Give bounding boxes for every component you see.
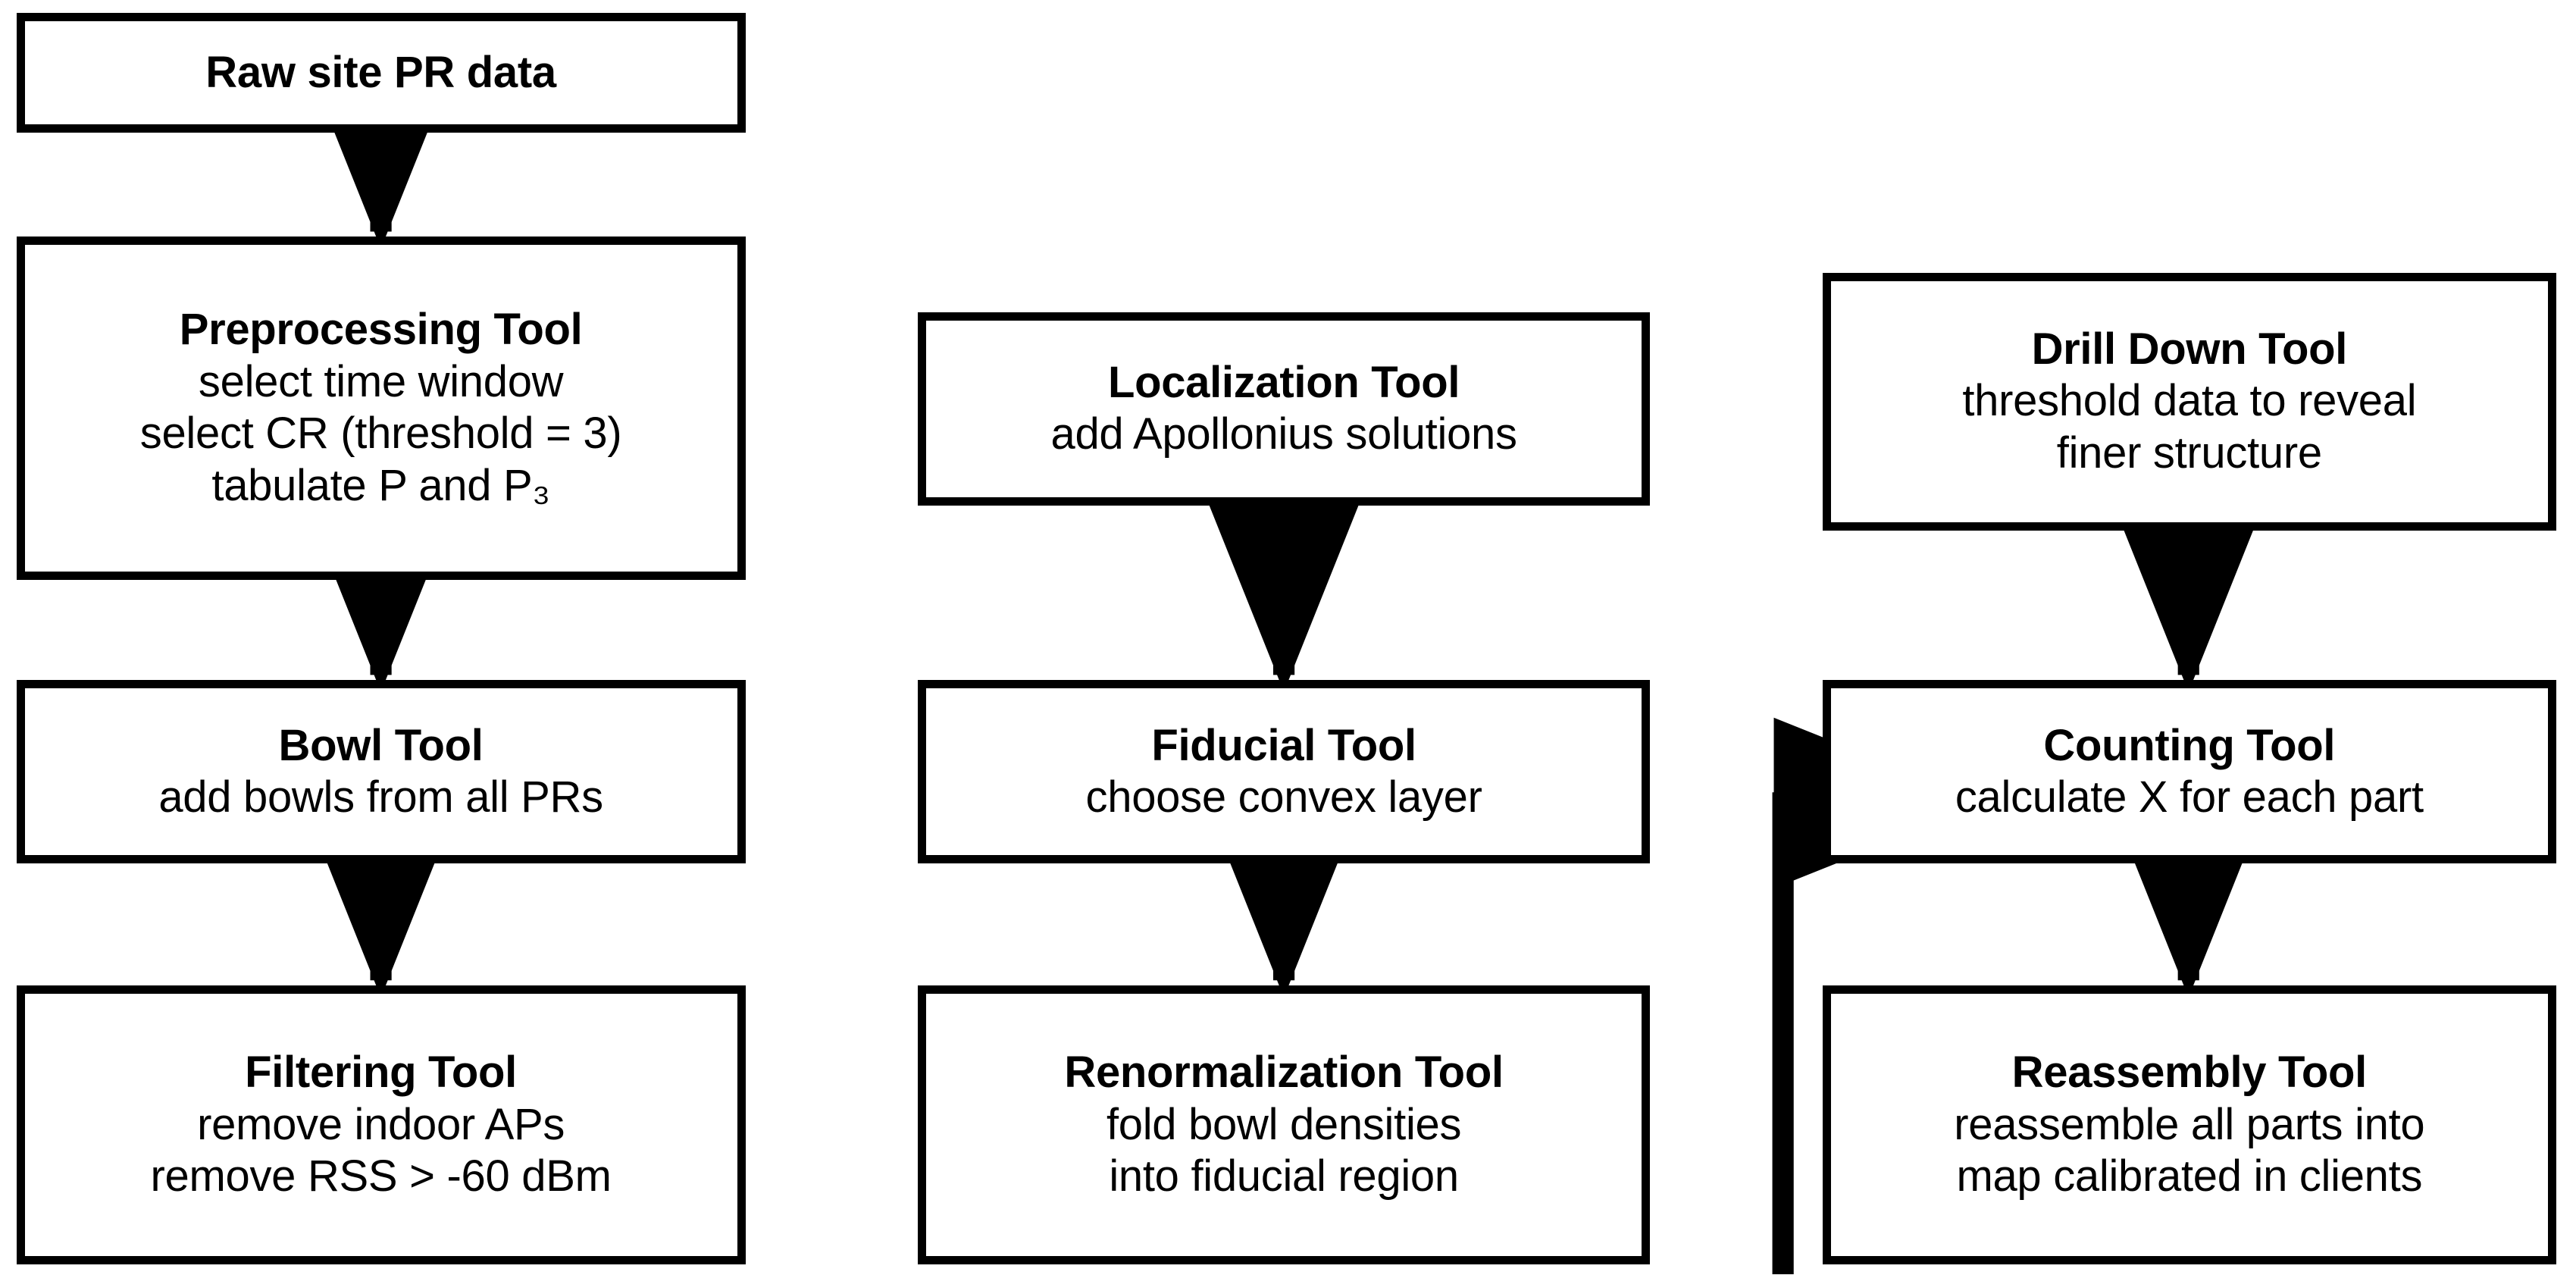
node-raw-site-pr-data[interactable]: Raw site PR data (16, 13, 746, 133)
node-fiducial-tool[interactable]: Fiducial Tool choose convex layer (917, 679, 1651, 864)
node-renormalization-tool[interactable]: Renormalization Tool fold bowl densities… (917, 985, 1651, 1265)
node-title: Localization Tool (1107, 357, 1460, 407)
node-bowl-tool[interactable]: Bowl Tool add bowls from all PRs (16, 679, 746, 864)
node-line: fold bowl densities (1106, 1099, 1462, 1149)
node-line: reassemble all parts into (1954, 1099, 2425, 1149)
node-title: Bowl Tool (278, 720, 484, 770)
node-line: calculate X for each part (1955, 772, 2424, 822)
node-line: choose convex layer (1085, 772, 1482, 822)
node-title: Filtering Tool (245, 1048, 517, 1098)
node-line: remove RSS > -60 dBm (150, 1151, 612, 1201)
node-line: tabulate P and P₃ (211, 460, 550, 510)
node-title: Renormalization Tool (1064, 1048, 1504, 1098)
node-counting-tool[interactable]: Counting Tool calculate X for each part (1822, 679, 2556, 864)
node-line: remove indoor APs (197, 1099, 565, 1149)
node-title: Fiducial Tool (1151, 720, 1416, 770)
node-line: finer structure (2056, 428, 2322, 478)
node-title: Drill Down Tool (2031, 324, 2348, 374)
node-line: map calibrated in clients (1956, 1151, 2423, 1201)
node-line: select CR (threshold = 3) (139, 409, 622, 459)
node-title: Counting Tool (2043, 720, 2336, 770)
node-preprocessing-tool[interactable]: Preprocessing Tool select time window se… (16, 236, 746, 580)
node-line: threshold data to reveal (1962, 376, 2417, 426)
node-line: select time window (198, 356, 564, 406)
node-title: Raw site PR data (205, 48, 556, 98)
node-line: add Apollonius solutions (1050, 409, 1517, 459)
node-line: add bowls from all PRs (158, 772, 603, 822)
node-title: Preprocessing Tool (179, 305, 583, 355)
node-filtering-tool[interactable]: Filtering Tool remove indoor APs remove … (16, 985, 746, 1265)
node-line: into fiducial region (1109, 1151, 1459, 1201)
node-reassembly-tool[interactable]: Reassembly Tool reassemble all parts int… (1822, 985, 2556, 1265)
node-drill-down-tool[interactable]: Drill Down Tool threshold data to reveal… (1822, 272, 2556, 531)
node-title: Reassembly Tool (2011, 1048, 2368, 1098)
node-localization-tool[interactable]: Localization Tool add Apollonius solutio… (917, 312, 1651, 506)
